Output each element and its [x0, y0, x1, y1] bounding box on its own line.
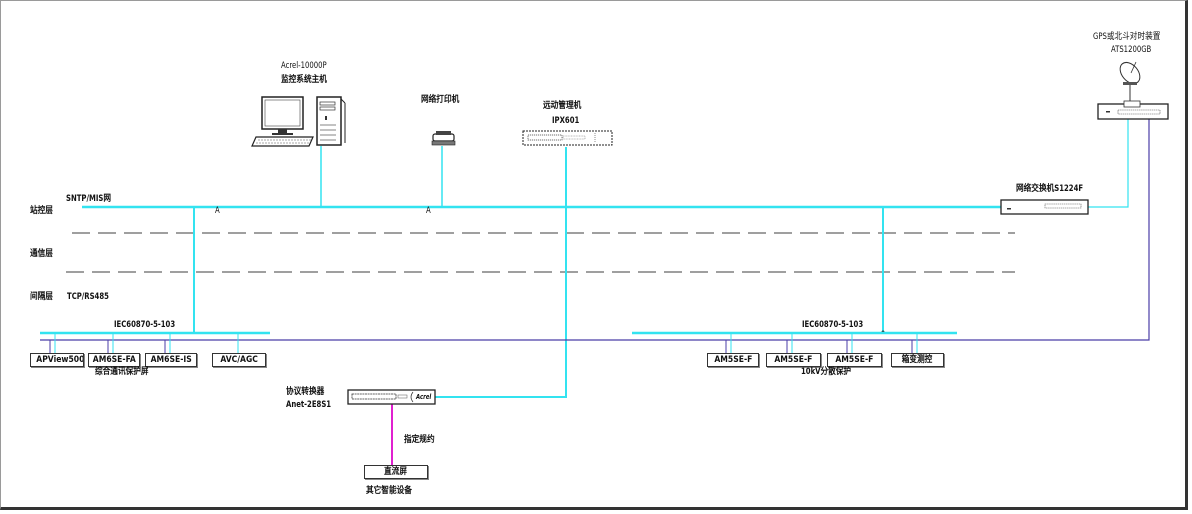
telecontrol-device-icon — [522, 130, 613, 146]
switch-gps-link — [1088, 119, 1129, 208]
device-box-apview500pv[interactable]: APView500PV — [30, 353, 84, 367]
device-box-am5se-f-2[interactable]: AM5SE-F — [766, 353, 821, 367]
right-group-caption: 10kV分散保护 — [801, 367, 852, 377]
telecontrol-converter-link — [435, 147, 567, 398]
gps-device-icon — [1097, 100, 1169, 120]
gps-rs485-link — [40, 119, 1150, 341]
converter-brand-label: Acrel — [416, 393, 432, 401]
device-box-avc-agc[interactable]: AVC/AGC — [212, 353, 266, 367]
device-box-am6se-fa[interactable]: AM6SE-FA — [88, 353, 140, 367]
gps-name-label: GPS或北斗对时装置 — [1093, 32, 1161, 42]
telecontrol-model-label: IPX601 — [552, 116, 580, 126]
junction-marker-1: A — [215, 206, 220, 216]
junction-marker-2: A — [426, 206, 431, 216]
layer-label-communication: 通信层 — [30, 249, 53, 259]
network-label-custom-protocol: 指定规约 — [404, 435, 435, 445]
printer-icon — [431, 131, 456, 146]
device-box-box-transformer[interactable]: 箱变测控 — [891, 353, 944, 367]
network-label-tcp-rs485: TCP/RS485 — [67, 292, 109, 302]
converter-model-label: Anet-2E8S1 — [286, 400, 332, 410]
other-devices-caption: 其它智能设备 — [366, 486, 412, 496]
network-label-iec-left: IEC60870-5-103 — [114, 320, 176, 330]
host-model-label: Acrel-10000P — [281, 61, 327, 71]
network-label-sntp: SNTP/MIS网 — [66, 194, 111, 204]
switch-name-label: 网络交换机S1224F — [1016, 184, 1084, 194]
left-group-caption: 综合通讯保护屏 — [95, 367, 149, 377]
host-name-label: 监控系统主机 — [281, 75, 327, 85]
gps-model-label: ATS1200GB — [1111, 45, 1152, 55]
device-box-am5se-f-1[interactable]: AM5SE-F — [707, 353, 759, 367]
protocol-converter-icon — [347, 389, 436, 405]
printer-name-label: 网络打印机 — [421, 95, 460, 105]
device-box-am6se-is[interactable]: AM6SE-IS — [145, 353, 197, 367]
satellite-dish-icon — [1119, 61, 1141, 102]
computer-icon — [251, 96, 346, 147]
telecontrol-name-label: 远动管理机 — [543, 101, 582, 111]
layer-label-bay: 间隔层 — [30, 292, 53, 302]
device-box-am5se-f-3[interactable]: AM5SE-F — [827, 353, 882, 367]
network-label-iec-right: IEC60870-5-103 — [802, 320, 864, 330]
device-box-dc-panel[interactable]: 直流屏 — [364, 465, 428, 479]
converter-name-label: 协议转换器 — [286, 387, 325, 397]
layer-label-station: 站控层 — [30, 206, 53, 216]
network-switch-icon — [1000, 199, 1089, 215]
